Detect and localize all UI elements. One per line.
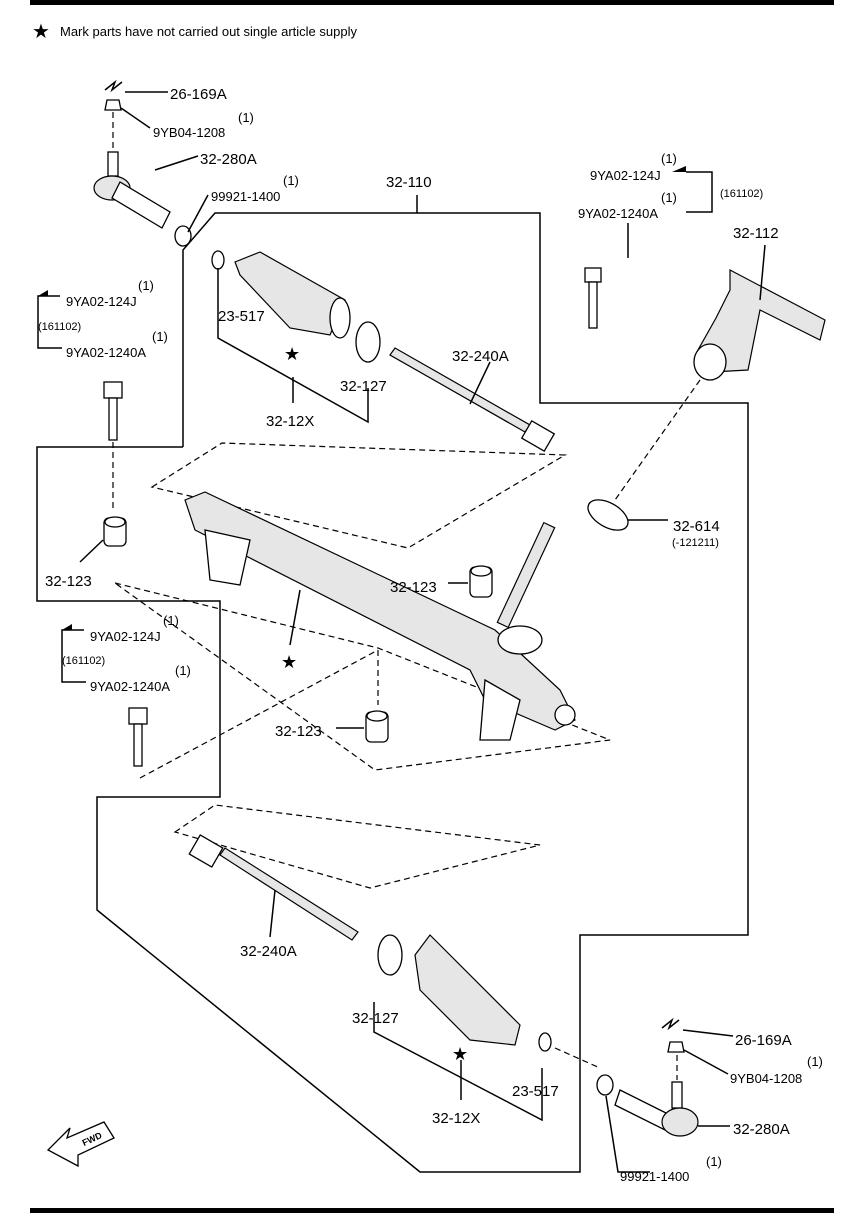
flag-icon bbox=[38, 290, 48, 296]
leader-9YB04-lower bbox=[683, 1049, 729, 1075]
leader-9YB04-top bbox=[120, 107, 151, 129]
dash-cover-link bbox=[614, 379, 701, 501]
part-labels: 26-169A (1) 9YB04-1208 32-280A (1) 99921… bbox=[38, 86, 823, 1184]
label-9YA02-124J: 9YA02-124J bbox=[90, 629, 161, 644]
steering-gear-housing bbox=[184, 491, 576, 741]
label-9YB04-1208: 9YB04-1208 bbox=[730, 1071, 802, 1086]
legend-text: Mark parts have not carried out single a… bbox=[60, 24, 357, 39]
dash-lower-link bbox=[554, 1047, 601, 1069]
bottom-border bbox=[30, 1208, 834, 1213]
top-border bbox=[30, 0, 834, 5]
leader-housing-star bbox=[289, 589, 301, 646]
flag-icon bbox=[62, 624, 72, 630]
qty: (1) bbox=[163, 613, 179, 628]
qty: (1) bbox=[283, 173, 299, 188]
boot-upper bbox=[211, 250, 381, 363]
date-code: (161102) bbox=[62, 655, 105, 667]
label-23-517: 23-517 bbox=[512, 1083, 559, 1100]
dashed-box-upper bbox=[150, 442, 568, 549]
leader-99921-top bbox=[187, 194, 209, 233]
star-icon: ★ bbox=[452, 1044, 468, 1064]
tie-rod-end-upper bbox=[93, 79, 192, 247]
bracket-32-12X-lower bbox=[373, 1002, 543, 1122]
star-icon: ★ bbox=[281, 652, 297, 672]
star-icon: ★ bbox=[284, 344, 300, 364]
leader-32-280A-top bbox=[154, 155, 199, 171]
leader-99921-lower bbox=[605, 1095, 650, 1173]
label-32-127: 32-127 bbox=[340, 378, 387, 395]
label-32-123: 32-123 bbox=[390, 579, 437, 596]
bolt-left-1 bbox=[103, 381, 123, 441]
label-9YA02-124J: 9YA02-124J bbox=[66, 294, 137, 309]
label-9YA02-124J: 9YA02-124J bbox=[590, 168, 661, 183]
flag-icon bbox=[672, 166, 686, 172]
qty: (1) bbox=[807, 1054, 823, 1069]
label-32-112: 32-112 bbox=[733, 225, 779, 242]
bolt-left-3 bbox=[128, 707, 148, 767]
bushing-lower bbox=[365, 710, 389, 743]
dashed-box-middle bbox=[114, 582, 611, 771]
leader-32-112 bbox=[759, 244, 766, 301]
label-32-280A: 32-280A bbox=[733, 1121, 790, 1138]
bushing-left bbox=[103, 516, 127, 547]
label-32-12X: 32-12X bbox=[432, 1110, 480, 1127]
label-9YB04-1208: 9YB04-1208 bbox=[153, 125, 225, 140]
leader-32-240A-lower bbox=[269, 889, 276, 938]
label-32-240A: 32-240A bbox=[452, 348, 509, 365]
qty: (1) bbox=[706, 1154, 722, 1169]
label-26-169A: 26-169A bbox=[735, 1032, 792, 1049]
qty: (1) bbox=[138, 278, 154, 293]
fwd-arrow-logo: FWD bbox=[46, 1121, 115, 1168]
o-ring bbox=[587, 499, 629, 531]
bracket-left-1 bbox=[37, 295, 62, 349]
date-code: (161102) bbox=[38, 321, 81, 333]
label-32-614: 32-614 bbox=[673, 518, 720, 535]
label-32-12X: 32-12X bbox=[266, 413, 314, 430]
bushing-center bbox=[469, 565, 493, 598]
dust-cover bbox=[693, 269, 826, 381]
label-32-280A: 32-280A bbox=[200, 151, 257, 168]
star-icon: ★ bbox=[32, 21, 50, 43]
date-code: (161102) bbox=[720, 188, 763, 200]
label-9YA02-1240A: 9YA02-1240A bbox=[578, 206, 658, 221]
leader-32-240A-upper bbox=[469, 361, 491, 405]
label-32-123: 32-123 bbox=[275, 723, 322, 740]
dash-bolt-left-3 bbox=[139, 649, 379, 779]
inner-tie-rod-upper bbox=[389, 347, 556, 453]
label-99921-1400: 99921-1400 bbox=[620, 1169, 689, 1184]
tie-rod-end-lower bbox=[596, 1017, 699, 1137]
bracket-left-3 bbox=[61, 629, 86, 683]
label-26-169A: 26-169A bbox=[170, 86, 227, 103]
label-9YA02-1240A: 9YA02-1240A bbox=[66, 345, 146, 360]
qty: (1) bbox=[661, 151, 677, 166]
qty: (1) bbox=[661, 190, 677, 205]
label-32-110: 32-110 bbox=[386, 174, 432, 191]
assembly-outline bbox=[36, 212, 749, 1173]
label-23-517: 23-517 bbox=[218, 308, 265, 325]
label-99921-1400: 99921-1400 bbox=[211, 189, 280, 204]
qty: (1) bbox=[238, 110, 254, 125]
leader-26-169A-lower bbox=[682, 1029, 734, 1037]
bracket-right bbox=[686, 171, 713, 213]
serial-limit: (-121211) bbox=[672, 537, 719, 549]
label-32-240A: 32-240A bbox=[240, 943, 297, 960]
dashed-box-lower bbox=[173, 804, 541, 889]
label-32-123: 32-123 bbox=[45, 573, 92, 590]
label-9YA02-1240A: 9YA02-1240A bbox=[90, 679, 170, 694]
label-32-127: 32-127 bbox=[352, 1010, 399, 1027]
qty: (1) bbox=[152, 329, 168, 344]
qty: (1) bbox=[175, 663, 191, 678]
boot-lower bbox=[377, 934, 552, 1052]
bolt-right bbox=[584, 267, 602, 329]
inner-tie-rod-lower bbox=[188, 834, 359, 941]
leader-32-123-left bbox=[79, 539, 104, 563]
